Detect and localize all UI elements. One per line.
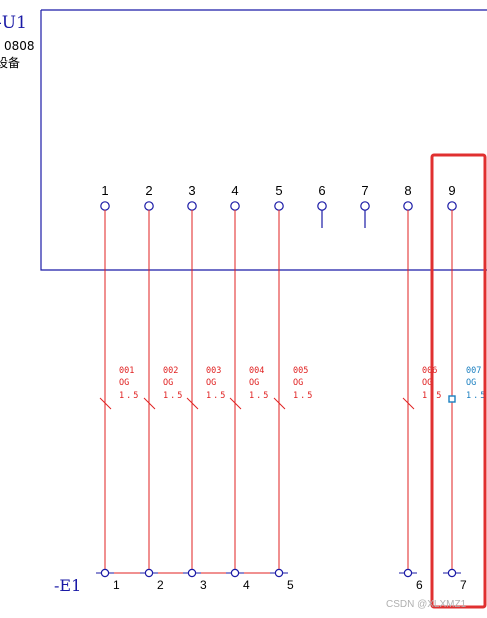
wire-001-id: 001: [119, 366, 134, 376]
wire-004-type: OG: [249, 378, 259, 388]
wire-002-size: 1.5: [163, 391, 184, 401]
terminal-strip: 1 2 3 4 5 6 7: [96, 568, 467, 592]
device-u1-tag[interactable]: -U1: [0, 13, 27, 33]
wire-006-type: OG: [422, 378, 432, 388]
device-u1-description: 设备: [0, 56, 20, 70]
wire-002-id: 002: [163, 366, 178, 376]
device-pin-3-connector[interactable]: [187, 201, 197, 211]
wire-007-type: OG: [466, 378, 476, 388]
wire-003-size: 1.5: [206, 391, 227, 401]
device-pin-label-6: 6: [318, 183, 325, 198]
wire-006-id: 006: [422, 366, 437, 376]
terminal-6-connector[interactable]: [403, 568, 413, 578]
device-pin-5-connector[interactable]: [274, 201, 284, 211]
device-pin-label-9: 9: [448, 183, 455, 198]
device-pin-9-connector[interactable]: [447, 201, 457, 211]
wire-002-marker: [143, 397, 156, 410]
device-pin-8-connector[interactable]: [403, 201, 413, 211]
device-pin-label-4: 4: [231, 183, 238, 198]
device-pin-1-connector[interactable]: [100, 201, 110, 211]
device-pin-label-3: 3: [188, 183, 195, 198]
device-u1-part-number: 0808: [4, 39, 35, 53]
terminal-7-connector[interactable]: [447, 568, 457, 578]
wire-007-id: 007: [466, 366, 481, 376]
device-pin-label-5: 5: [275, 183, 282, 198]
device-pin-2-connector[interactable]: [144, 201, 154, 211]
terminal-1-label: 1: [113, 578, 120, 592]
wire-007-size: 1.5: [466, 391, 487, 401]
wire-001-marker: [99, 397, 112, 410]
wire-005-size: 1.5: [293, 391, 314, 401]
wire-004-size: 1.5: [249, 391, 270, 401]
device-pin-label-7: 7: [361, 183, 368, 198]
wire-004-id: 004: [249, 366, 264, 376]
device-pin-label-8: 8: [404, 183, 411, 198]
device-pin-label-1: 1: [101, 183, 108, 198]
terminal-6-label: 6: [416, 578, 423, 592]
wire-004-marker: [229, 397, 242, 410]
device-pin-4-connector[interactable]: [230, 201, 240, 211]
device-pins: 1 2 3 4 5 6 7 8 9: [100, 183, 457, 228]
wire-002-type: OG: [163, 378, 173, 388]
highlight-box: [430, 153, 487, 609]
terminal-1-connector[interactable]: [100, 568, 110, 578]
terminal-4-label: 4: [243, 578, 250, 592]
terminal-4-connector[interactable]: [230, 568, 240, 578]
device-pin-6-connector[interactable]: [317, 201, 327, 211]
terminal-2-connector[interactable]: [144, 568, 154, 578]
wire-006-marker: [402, 397, 415, 410]
wire-003-id: 003: [206, 366, 221, 376]
device-pin-7-connector[interactable]: [360, 201, 370, 211]
wire-005-marker: [273, 397, 286, 410]
watermark: CSDN @XLXMZ1: [386, 599, 467, 610]
device-pin-label-2: 2: [145, 183, 152, 198]
wire-001-type: OG: [119, 378, 129, 388]
wire-007-grip[interactable]: [448, 395, 456, 403]
terminal-2-label: 2: [157, 578, 164, 592]
terminal-strip-e1-tag[interactable]: -E1: [54, 576, 81, 595]
wire-005-id: 005: [293, 366, 308, 376]
device-u1-frame[interactable]: [40, 9, 487, 271]
terminal-3-connector[interactable]: [187, 568, 197, 578]
terminal-5-connector[interactable]: [274, 568, 284, 578]
wire-003-type: OG: [206, 378, 216, 388]
terminal-5-label: 5: [287, 578, 294, 592]
terminal-3-label: 3: [200, 578, 207, 592]
wire-001-size: 1.5: [119, 391, 140, 401]
terminal-7-label: 7: [460, 578, 467, 592]
wire-003-marker: [186, 397, 199, 410]
wire-005-type: OG: [293, 378, 303, 388]
